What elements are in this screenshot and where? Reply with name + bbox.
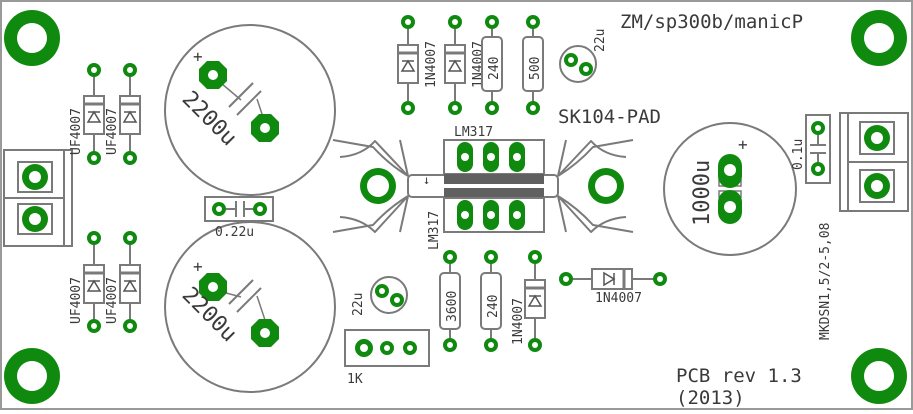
trimmer-1k: [344, 329, 430, 367]
trimmer-1k-label: 1K: [347, 372, 363, 387]
bottom-capacitor-22u: [370, 276, 408, 314]
board-title: ZM/sp300b/manicP: [620, 11, 803, 33]
mounting-hole-bottom-left: [4, 348, 60, 404]
film-capacitor-022-label: 0.22u: [215, 225, 254, 240]
film-capacitor-01u-label: 0.1u: [791, 139, 806, 170]
regulator-top: [443, 139, 545, 184]
filter-capacitor-lower-plus: +: [193, 257, 203, 276]
top-resistor-500-label: 500: [528, 57, 543, 80]
mounting-hole-top-left: [4, 10, 60, 66]
top-resistor-240-label: 240: [487, 57, 502, 80]
top-diode-1-label: 1N4007: [424, 41, 439, 88]
bridge-diode-2: [119, 63, 141, 165]
top-resistor-500: [522, 15, 544, 115]
bridge-diode-3-label: UF4007: [69, 277, 84, 324]
bridge-diode-1-label: UF4007: [69, 108, 84, 155]
bridge-diode-3: [83, 231, 105, 333]
filter-capacitor-upper: [164, 24, 336, 196]
filter-capacitor-upper-plus: +: [193, 47, 203, 66]
bridge-diode-2-label: UF4007: [105, 108, 120, 155]
output-capacitor-plus: +: [738, 135, 748, 154]
top-diode-1: [397, 15, 419, 115]
output-terminal-block: [839, 112, 909, 212]
bottom-resistor-3600-label: 3600: [445, 291, 460, 322]
heatsink-mount-right: [588, 168, 624, 204]
bridge-diode-4-label: UF4007: [105, 277, 120, 324]
regulator-bottom-label: LM317: [427, 211, 442, 250]
revision-line-1: PCB rev 1.3: [676, 365, 802, 387]
bridge-diode-1: [83, 63, 105, 165]
heatsink-label: SK104-PAD: [558, 106, 661, 128]
top-capacitor-22u-label: 22u: [593, 29, 608, 52]
top-resistor-240: [481, 15, 503, 115]
mounting-hole-bottom-right: [851, 348, 907, 404]
heatsink-mount-left: [360, 168, 396, 204]
bottom-diode-horizontal: [559, 268, 667, 290]
output-capacitor-1000u-label: 1000u: [690, 160, 715, 226]
bottom-resistor-240-label: 240: [486, 295, 501, 318]
output-terminal-pads: [864, 125, 890, 199]
film-capacitor-01u: [805, 114, 831, 184]
bottom-resistor-240: [480, 250, 502, 352]
bridge-diode-4: [119, 231, 141, 333]
bottom-resistor-3600: [439, 250, 461, 352]
regulator-bottom: [443, 188, 545, 233]
bottom-diode-horizontal-label: 1N4007: [595, 291, 642, 306]
regulator-top-label: LM317: [454, 125, 493, 140]
film-capacitor-022: [204, 196, 274, 222]
regulator-arrow: ↓: [423, 173, 430, 187]
output-terminal-label: MKDSN1,5/2-5,08: [818, 223, 833, 340]
input-terminal-block: [3, 149, 73, 247]
bottom-diode-vertical: [524, 250, 546, 352]
mounting-hole-top-right: [851, 10, 907, 66]
bottom-capacitor-22u-label: 22u: [351, 293, 366, 316]
bottom-diode-vertical-label: 1N4007: [511, 298, 526, 345]
top-capacitor-22u: [559, 45, 597, 83]
revision-line-2: (2013): [676, 387, 745, 409]
output-capacitor-1000u: [663, 122, 797, 256]
top-diode-2: [444, 15, 466, 115]
input-terminal-pads: [22, 164, 48, 232]
filter-capacitor-lower: [164, 221, 336, 393]
